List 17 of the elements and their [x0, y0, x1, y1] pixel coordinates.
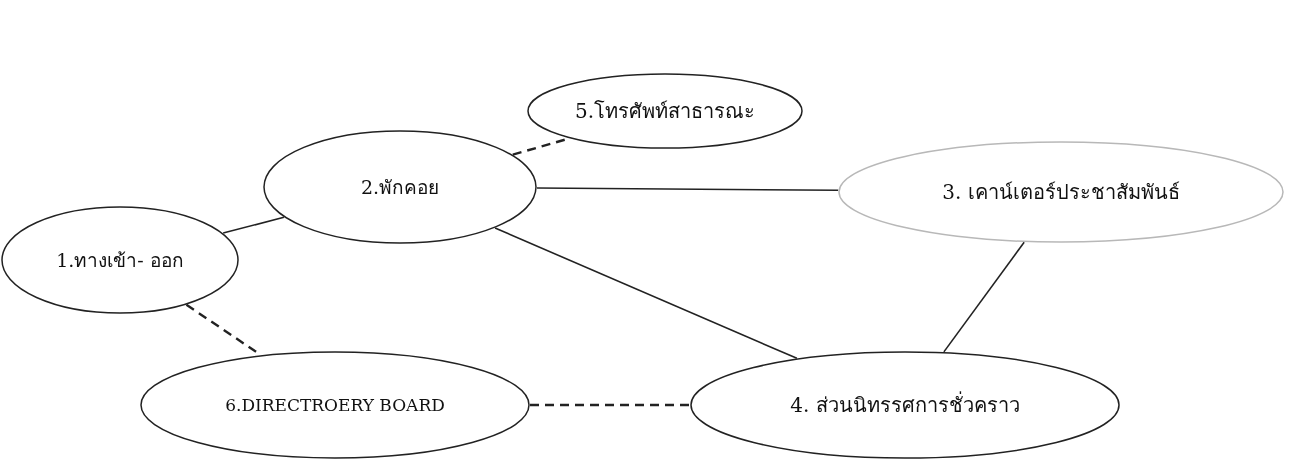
connector-line — [222, 216, 285, 234]
area-ellipse — [140, 351, 530, 459]
area-label: 6.DIRECTROERY BOARD — [225, 395, 445, 415]
area-ellipse — [263, 130, 537, 244]
area-ellipse — [690, 351, 1120, 459]
area-label: 2.พักคอย — [360, 175, 440, 200]
connector-line — [943, 241, 1025, 353]
area-label: 1.ทางเข้า- ออก — [56, 248, 184, 273]
connector-line — [494, 227, 798, 360]
area-label: 3. เคาน์เตอร์ประชาสัมพันธ์ — [942, 179, 1180, 206]
area-label: 4. ส่วนนิทรรศการชั่วคราว — [790, 390, 1020, 419]
area-ellipse — [838, 141, 1284, 243]
connector-line — [530, 403, 690, 407]
area-ellipse — [1, 206, 239, 314]
area-label: 5.โทรศัพท์สาธารณะ — [574, 98, 756, 125]
area-ellipse — [527, 73, 803, 149]
connector-line — [536, 187, 839, 192]
